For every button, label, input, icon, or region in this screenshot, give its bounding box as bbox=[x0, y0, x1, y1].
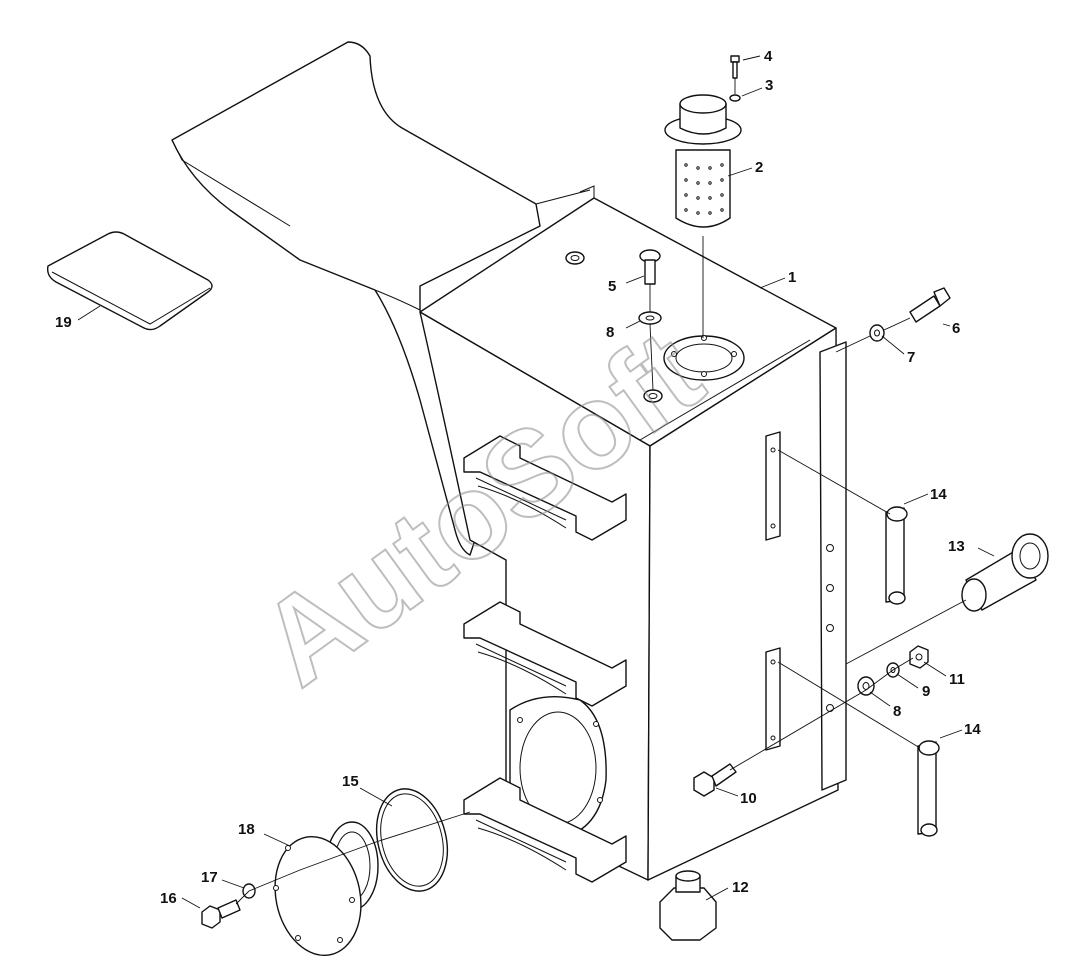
callout-3: 3 bbox=[765, 77, 773, 94]
callout-18: 18 bbox=[238, 821, 255, 838]
callout-8-side: 8 bbox=[893, 703, 901, 720]
part-13-gauge bbox=[961, 533, 1049, 612]
part-7-washer bbox=[869, 324, 885, 342]
callout-13: 13 bbox=[948, 538, 965, 555]
callout-7: 7 bbox=[907, 349, 915, 366]
callout-17: 17 bbox=[201, 869, 218, 886]
tank-straps bbox=[765, 431, 781, 751]
part-2-strainer bbox=[664, 94, 742, 228]
part-14-strap-upper bbox=[885, 506, 908, 605]
part-4-screw bbox=[730, 55, 740, 79]
callout-15: 15 bbox=[342, 773, 359, 790]
callout-9: 9 bbox=[922, 683, 930, 700]
callout-11: 11 bbox=[949, 671, 965, 688]
callout-19: 19 bbox=[55, 314, 72, 331]
part-16-bolt bbox=[201, 899, 241, 929]
callout-2: 2 bbox=[755, 159, 763, 176]
callout-14-lower: 14 bbox=[964, 721, 981, 738]
callout-10: 10 bbox=[740, 790, 757, 807]
callout-8-top: 8 bbox=[606, 324, 614, 341]
assembly-lines bbox=[235, 78, 967, 905]
callout-6: 6 bbox=[952, 320, 960, 337]
part-15-o-ring bbox=[375, 788, 449, 892]
part-11-nut bbox=[909, 645, 929, 669]
tank-steps bbox=[463, 435, 627, 883]
part-3-washer bbox=[729, 94, 741, 102]
part-6-bolt bbox=[909, 287, 951, 323]
callout-leaders bbox=[77, 55, 995, 909]
callout-1: 1 bbox=[788, 269, 796, 286]
callout-5: 5 bbox=[608, 278, 616, 295]
callout-14-upper: 14 bbox=[930, 486, 947, 503]
part-14-strap-lower bbox=[917, 740, 940, 837]
part-12-drain-plug bbox=[659, 870, 717, 941]
part-8-washer-side bbox=[857, 676, 875, 696]
callout-labels: 4 3 2 1 5 8 6 7 14 13 11 9 8 14 10 12 15… bbox=[55, 48, 981, 907]
callout-4: 4 bbox=[764, 48, 773, 65]
callout-16: 16 bbox=[160, 890, 177, 907]
part-18-cover bbox=[273, 821, 379, 957]
part-19-pad bbox=[46, 231, 213, 331]
callout-12: 12 bbox=[732, 879, 749, 896]
part-5-bolt bbox=[639, 249, 661, 285]
